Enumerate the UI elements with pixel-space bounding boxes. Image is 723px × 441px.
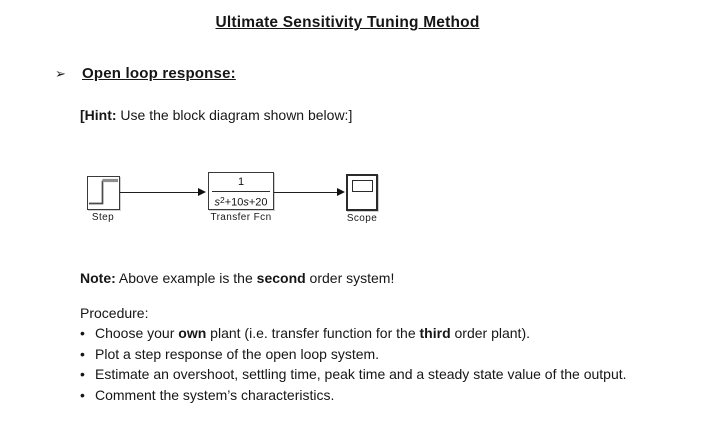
transfer-fcn-block-label: Transfer Fcn: [210, 212, 272, 223]
section-heading: Open loop response:: [82, 65, 236, 82]
note-label: Note:: [80, 270, 116, 286]
hint-line: [Hint: Use the block diagram shown below…: [80, 105, 352, 125]
bullet-icon: •: [80, 366, 85, 383]
note-line: Note: Above example is the second order …: [80, 270, 395, 286]
list-item: • Choose your own plant (i.e. transfer f…: [80, 323, 668, 343]
list-item: • Estimate an overshoot, settling time, …: [80, 364, 668, 384]
tf-denominator: s2+10s+20: [214, 195, 268, 209]
arrowhead-icon: [198, 188, 206, 196]
note-bold-word: second: [256, 270, 306, 286]
document-title: Ultimate Sensitivity Tuning Method: [215, 14, 480, 31]
hint-label: [Hint:: [80, 107, 117, 123]
scope-block: [346, 174, 378, 211]
list-item: • Comment the system’s characteristics.: [80, 385, 668, 405]
hint-text: Use the block diagram shown below:]: [116, 107, 353, 123]
procedure-section: Procedure: • Choose your own plant (i.e.…: [80, 303, 668, 405]
step-block-label: Step: [91, 212, 115, 223]
list-item-text: Plot a step response of the open loop sy…: [95, 345, 380, 362]
list-item-text: Comment the system’s characteristics.: [95, 386, 335, 403]
step-block: [87, 176, 120, 210]
procedure-heading: Procedure:: [80, 305, 149, 321]
step-signal-icon: [89, 178, 118, 205]
section-open-loop: ➢ Open loop response:: [55, 63, 236, 85]
list-item-text: Estimate an overshoot, settling time, pe…: [95, 366, 627, 383]
list-item-text: Choose your own plant (i.e. transfer fun…: [95, 325, 530, 342]
tf-numerator: 1: [237, 176, 245, 188]
fraction-bar: [212, 191, 270, 192]
scope-screen-icon: [351, 180, 373, 192]
scope-block-label: Scope: [346, 213, 378, 224]
signal-line-tf-to-scope: [274, 191, 338, 193]
bullet-icon: •: [80, 386, 85, 403]
bullet-icon: •: [80, 345, 85, 362]
list-item: • Plot a step response of the open loop …: [80, 344, 668, 364]
arrow-bullet-icon: ➢: [55, 66, 66, 81]
signal-line-step-to-tf: [120, 191, 199, 193]
transfer-fcn-block: 1 s2+10s+20: [208, 172, 274, 210]
bullet-icon: •: [80, 325, 85, 342]
arrowhead-icon: [337, 188, 345, 196]
